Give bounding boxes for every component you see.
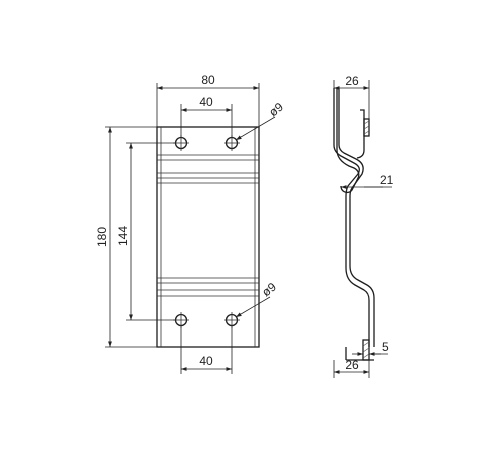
bottom-left-hole [173,312,189,328]
dimension-top-hole-spacing: 40 [180,95,233,137]
dim-text-top-40: 40 [199,95,213,109]
top-tab [363,118,370,137]
dim-text-side-bottom-26: 26 [345,358,359,372]
bottom-tab-hatch [362,341,370,359]
top-tab-hatch [363,120,370,135]
dim-text-top-dia: ø9 [266,100,286,120]
dimension-width-80: 80 [156,73,260,127]
dim-text-180: 180 [95,227,109,247]
top-rib-lines [157,154,259,184]
top-right-hole [224,135,240,151]
dimension-bottom-depth-26: 26 [333,358,370,378]
profile-web-inner [338,88,375,347]
dim-text-side-top-26: 26 [345,74,359,88]
profile-web [333,88,370,347]
dim-text-21: 21 [380,173,394,187]
dim-text-5: 5 [382,340,389,354]
dim-text-bottom-dia: ø9 [259,280,279,300]
dim-text-144: 144 [116,226,130,246]
bottom-rib-lines [157,277,259,297]
leader-top-hole-dia: ø9 [235,100,286,141]
dimension-thickness-5: 5 [352,340,389,356]
dimension-height-180: 180 [95,126,157,348]
top-left-hole [173,135,189,151]
leader-bottom-hole-dia: ø9 [235,280,279,318]
front-view: 80 40 ø9 180 144 [95,73,286,374]
dimension-offset-21: 21 [341,173,394,189]
plate-outline [156,126,260,348]
dimension-top-depth-26: 26 [333,74,370,119]
side-view: 26 21 5 26 [333,74,394,378]
profile-top-flange [356,109,365,159]
dim-text-bottom-40: 40 [199,354,213,368]
dim-text-80: 80 [201,73,215,87]
dimension-bottom-hole-spacing: 40 [180,326,233,374]
dimension-hole-pitch-144: 144 [116,142,175,321]
bottom-right-hole [224,312,240,328]
